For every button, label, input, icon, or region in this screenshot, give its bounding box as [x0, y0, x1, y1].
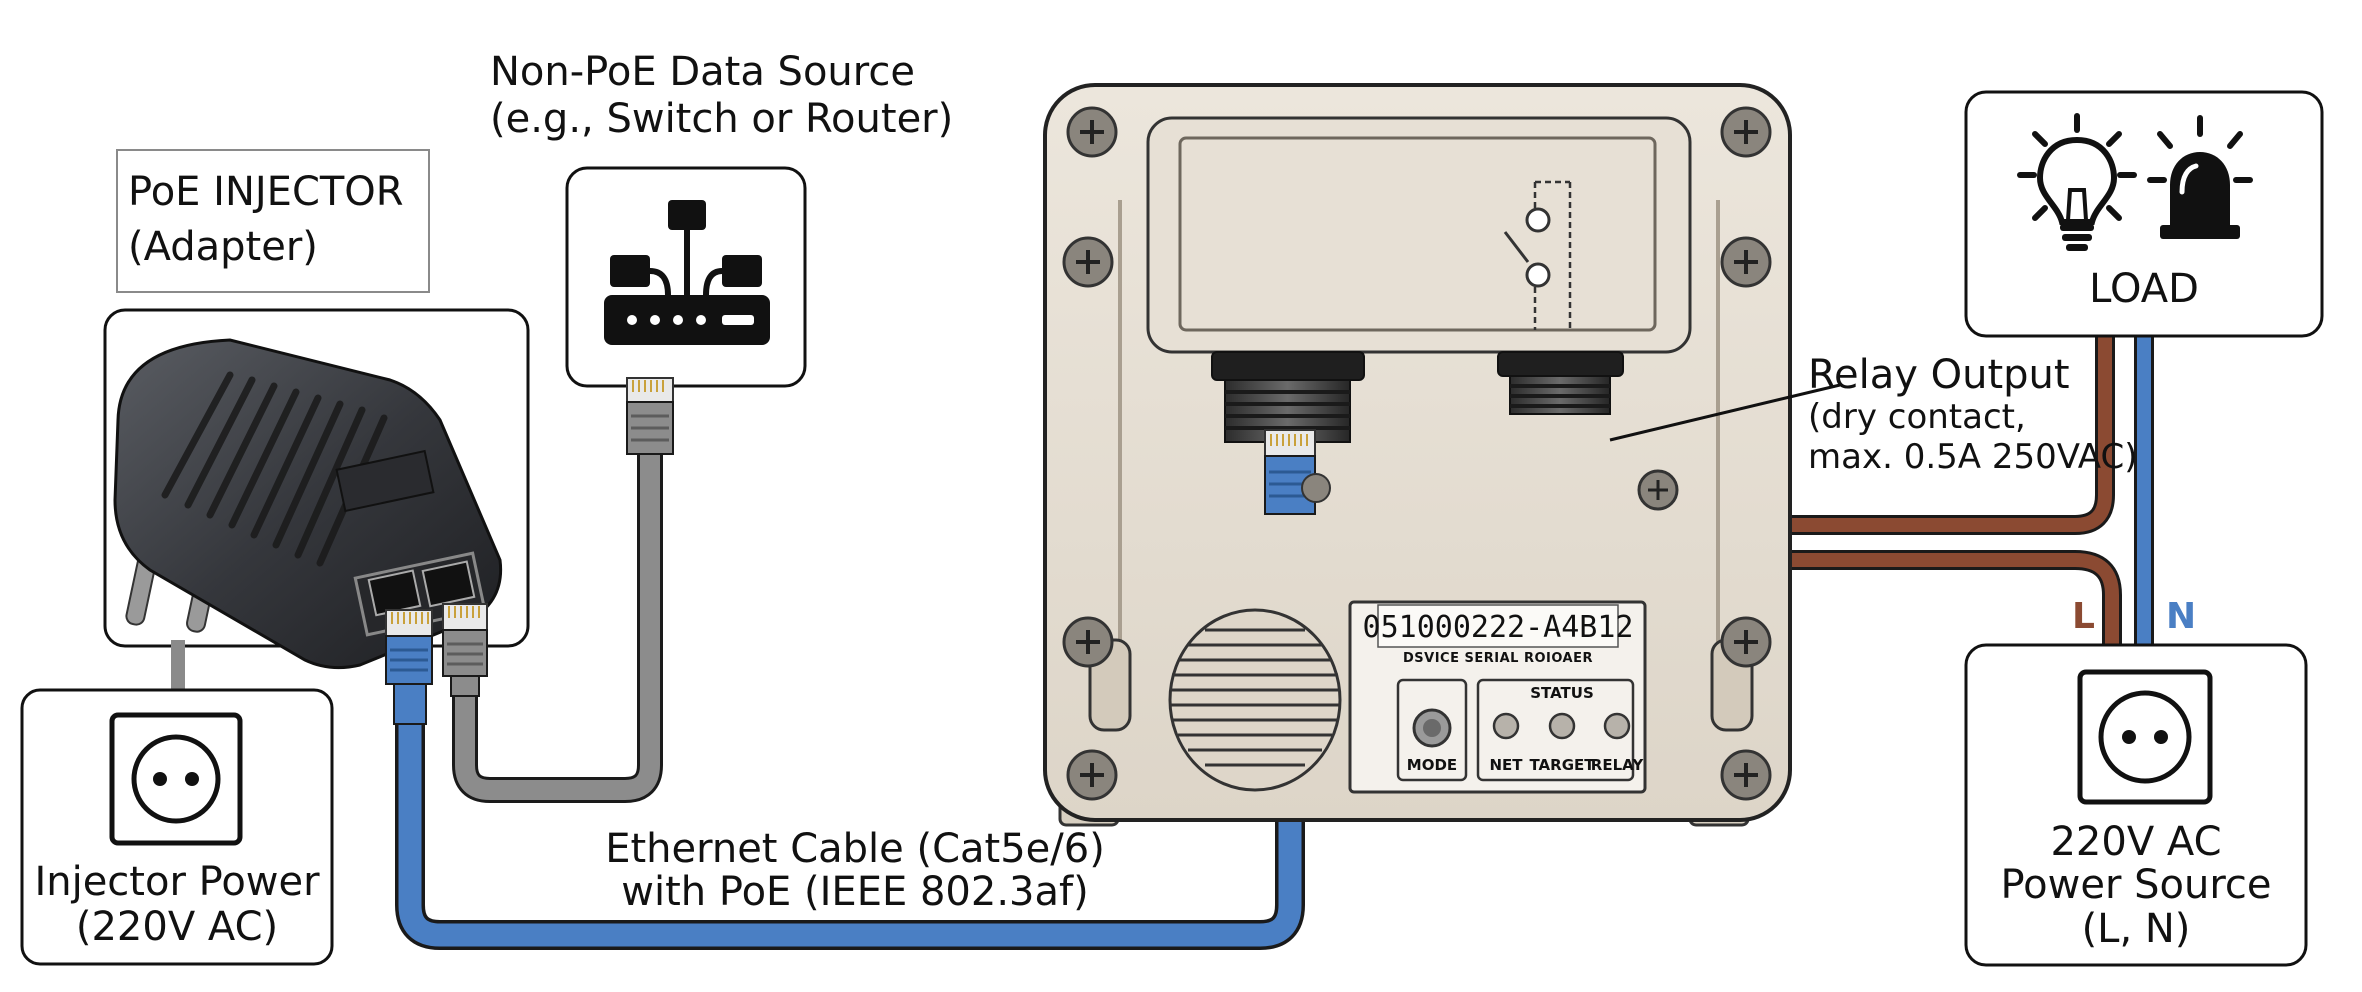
- injector-title-box: PoE INJECTOR (Adapter): [116, 149, 430, 293]
- load-label: LOAD: [2089, 266, 2199, 312]
- power-source-title: Power Source: [2000, 862, 2271, 908]
- device-status-panel: 051000222-A4B12 DSVICE SERIAL ROIOAER MO…: [1348, 600, 1647, 794]
- relay-output-detail-1: (dry contact,: [1808, 397, 2026, 437]
- data-source-connector: [626, 377, 674, 455]
- relay-output-title: Relay Output: [1808, 352, 2070, 398]
- neutral-wire-label: N: [2166, 596, 2196, 637]
- ethernet-cable-label: Ethernet Cable (Cat5e/6): [605, 826, 1105, 872]
- screw-icon: [1062, 106, 1772, 801]
- data-cable: [452, 430, 663, 803]
- ethernet-cable-spec: with PoE (IEEE 802.3af): [621, 869, 1088, 915]
- power-source-box: 220V AC Power Source (L, N): [1964, 643, 2308, 967]
- device-serial-number: 051000222-A4B12: [1363, 610, 1634, 645]
- injector-subtitle: (Adapter): [128, 224, 318, 270]
- data-in-connector: [442, 603, 488, 697]
- wall-socket-icon: [2077, 669, 2213, 805]
- relay-leader-line: [1609, 383, 1841, 442]
- device-ethernet-connector: [1264, 429, 1316, 515]
- ethernet-poe-cable: [395, 520, 1305, 950]
- power-source-voltage: 220V AC: [2050, 819, 2221, 865]
- relay-output-detail-2: max. 0.5A 250VAC): [1808, 437, 2137, 477]
- injector-box: [103, 308, 530, 725]
- load-box: LOAD: [1964, 90, 2324, 338]
- light-bulb-icon: [2017, 113, 2137, 251]
- mode-label: MODE: [1407, 756, 1457, 774]
- data-source-title: Non-PoE Data Source: [490, 49, 915, 95]
- data-source-subtitle: (e.g., Switch or Router): [490, 96, 953, 142]
- led-label-target: TARGET: [1529, 756, 1595, 774]
- power-source-leads: (L, N): [2082, 906, 2191, 952]
- speaker-grille: [1168, 608, 1342, 792]
- power-adapter-icon: [113, 338, 503, 670]
- injector-power-label: Injector Power: [34, 859, 320, 905]
- status-label: STATUS: [1530, 684, 1594, 702]
- led-net: [1492, 712, 1520, 740]
- poe-out-connector: [385, 609, 433, 725]
- device-serial-caption: DSVICE SERIAL ROIOAER: [1403, 651, 1593, 666]
- injector-power-box: Injector Power (220V AC): [20, 688, 334, 966]
- relay-cable-gland: [1497, 351, 1624, 415]
- ethernet-cable-gland: [1211, 351, 1365, 443]
- led-relay: [1603, 712, 1631, 740]
- led-label-relay: RELAY: [1591, 756, 1645, 774]
- injector-power-voltage: (220V AC): [76, 904, 278, 950]
- sensor-device: 051000222-A4B12 DSVICE SERIAL ROIOAER MO…: [1043, 83, 1792, 827]
- wall-socket-icon: [109, 712, 243, 846]
- led-label-net: NET: [1489, 756, 1523, 774]
- alarm-siren-icon: [2147, 115, 2253, 239]
- injector-title: PoE INJECTOR: [128, 169, 404, 215]
- relay-switch-icon: [1503, 180, 1572, 330]
- data-source-box: [565, 166, 807, 388]
- led-target: [1548, 712, 1576, 740]
- network-router-icon: [604, 200, 770, 345]
- live-wire-label: L: [2072, 596, 2095, 637]
